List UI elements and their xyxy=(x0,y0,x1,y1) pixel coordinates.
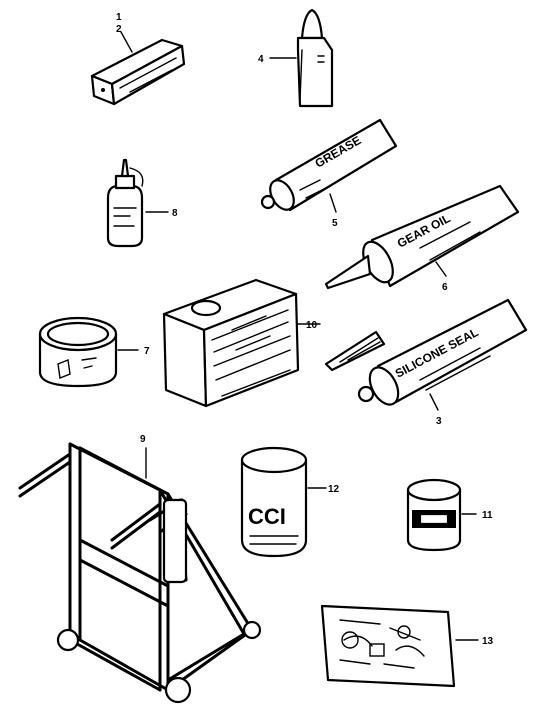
callout-10: 10 xyxy=(306,320,318,331)
callout-6: 6 xyxy=(442,282,448,293)
callout-7: 7 xyxy=(144,346,150,357)
callout-4: 4 xyxy=(258,54,264,65)
callout-11: 11 xyxy=(482,510,493,521)
parts-bag xyxy=(320,604,456,688)
gear-oil-tube: GEAR OIL xyxy=(324,184,520,290)
callout-9: 9 xyxy=(140,434,146,445)
callout-13: 13 xyxy=(482,636,494,647)
small-jar xyxy=(406,478,462,552)
motor-stand xyxy=(18,442,262,704)
callout-8: 8 xyxy=(172,208,178,219)
round-tin xyxy=(38,316,118,388)
callout-5: 5 xyxy=(332,218,338,229)
nozzle xyxy=(324,330,386,372)
callout-12: 12 xyxy=(328,484,340,495)
cci-logo: CCI xyxy=(248,504,286,529)
touch-up-paint xyxy=(296,8,334,108)
callout-1: 1 xyxy=(116,12,122,23)
cci-can: CCI xyxy=(240,446,308,558)
silicone-seal-tube: SILICONE SEAL xyxy=(357,298,528,406)
callout-3: 3 xyxy=(436,416,442,427)
oil-can xyxy=(162,278,300,408)
cleaning-block xyxy=(90,31,186,106)
grease-tube: GREASE xyxy=(260,118,398,212)
callout-2: 2 xyxy=(116,24,122,35)
oil-bottle xyxy=(106,158,144,248)
